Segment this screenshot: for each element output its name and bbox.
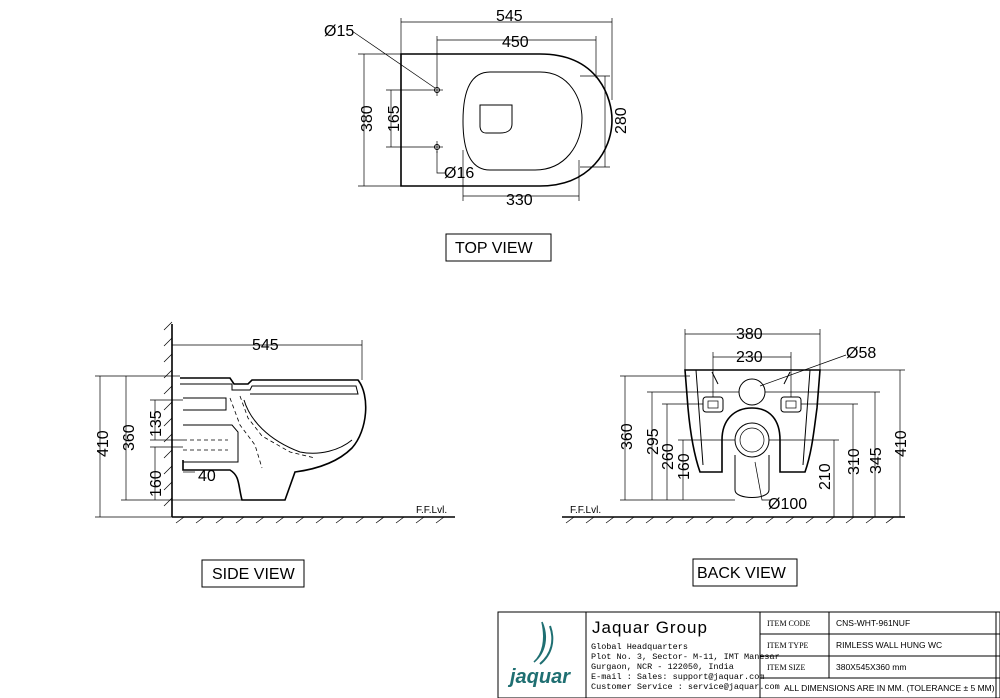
dim-top-450: 450 <box>502 34 529 51</box>
back-view-outline <box>684 369 821 473</box>
dim-back-230: 230 <box>736 349 763 366</box>
back-view-outlet-spigot <box>734 455 770 498</box>
row-value-item-size: 380X545X360 mm <box>836 662 906 672</box>
top-view-outline <box>400 53 613 187</box>
row-label-item-type: ITEM TYPE <box>767 641 809 650</box>
top-view-bowl-opening <box>479 104 513 134</box>
dim-top-545: 545 <box>496 8 523 25</box>
row-value-item-code: CNS-WHT-961NUF <box>836 618 910 628</box>
dim-back-dia58: Ø58 <box>846 345 876 362</box>
dim-top-280: 280 <box>613 107 630 134</box>
back-view-fixing-right <box>780 396 802 413</box>
jaquar-logo: jaquar <box>507 621 571 688</box>
side-view-title-box <box>201 559 305 588</box>
dim-side-160: 160 <box>148 470 165 497</box>
dim-top-165: 165 <box>386 105 403 132</box>
dim-top-dia16: Ø16 <box>444 165 474 182</box>
dim-side-40: 40 <box>198 468 216 485</box>
top-view-bowl <box>462 71 583 171</box>
side-view-title: SIDE VIEW <box>212 566 296 583</box>
back-view-fixing-left <box>702 396 724 413</box>
top-view-fixing-holes <box>431 84 443 153</box>
row-label-item-size: ITEM SIZE <box>767 663 806 672</box>
dim-back-210: 210 <box>817 463 834 490</box>
dim-back-160: 160 <box>676 453 693 480</box>
top-view-title: TOP VIEW <box>455 240 534 257</box>
dim-top-380: 380 <box>359 105 376 132</box>
address-line-5: Customer Service : service@jaquar.com <box>591 682 780 692</box>
address-line-3: Gurgaon, NCR - 122050, India <box>591 662 734 672</box>
address-line-2: Plot No. 3, Sector- M-11, IMT Manesar <box>591 652 780 662</box>
side-view-floor-hatch <box>175 516 445 524</box>
dim-back-380: 380 <box>736 326 763 343</box>
top-view: 545 450 Ø15 Ø16 380 165 280 330 TOP VI <box>324 8 630 262</box>
side-view-bowl-line <box>243 399 353 454</box>
dim-side-360: 360 <box>121 424 138 451</box>
back-view-floor-hatch <box>565 516 895 524</box>
back-view-title-box <box>692 558 798 587</box>
side-view: F.F.Lvl. 545 410 360 135 160 40 <box>95 321 455 588</box>
back-view-title: BACK VIEW <box>697 565 787 582</box>
logo-text: jaquar <box>507 666 571 688</box>
side-view-wall-hatch <box>163 321 173 507</box>
side-view-seat <box>180 383 359 395</box>
company-name: Jaquar Group <box>592 618 708 637</box>
side-view-floor-label: F.F.Lvl. <box>416 505 447 516</box>
dim-top-dia15: Ø15 <box>324 23 354 40</box>
dim-side-410: 410 <box>95 430 112 457</box>
dim-side-135: 135 <box>148 410 165 437</box>
dim-back-dia100: Ø100 <box>768 496 807 513</box>
dim-side-545: 545 <box>252 337 279 354</box>
dim-back-295: 295 <box>645 428 662 455</box>
back-view-floor-label: F.F.Lvl. <box>570 505 601 516</box>
tolerance-note: ALL DIMENSIONS ARE IN MM. (TOLERANCE ± 5… <box>784 683 995 693</box>
dim-back-260: 260 <box>660 443 677 470</box>
side-view-outlet <box>183 397 239 463</box>
dim-top-330: 330 <box>506 192 533 209</box>
side-view-trapway <box>229 395 316 469</box>
row-value-item-type: RIMLESS WALL HUNG WC <box>836 640 942 650</box>
top-view-title-box <box>445 233 552 262</box>
title-block: jaquar Jaquar Group Global Headquarters … <box>497 611 1000 698</box>
dim-back-345: 345 <box>868 447 885 474</box>
dim-back-310: 310 <box>846 448 863 475</box>
back-view: F.F.Lvl. 380 230 Ø58 Ø100 <box>562 326 910 587</box>
row-label-item-code: ITEM CODE <box>767 619 810 628</box>
dim-back-410: 410 <box>893 430 910 457</box>
address-line-1: Global Headquarters <box>591 642 688 652</box>
side-view-wc-profile <box>180 377 367 501</box>
back-view-inlet <box>738 378 766 406</box>
dim-back-360: 360 <box>619 423 636 450</box>
address-line-4: E-mail : Sales: support@jaquar.com <box>591 672 764 682</box>
